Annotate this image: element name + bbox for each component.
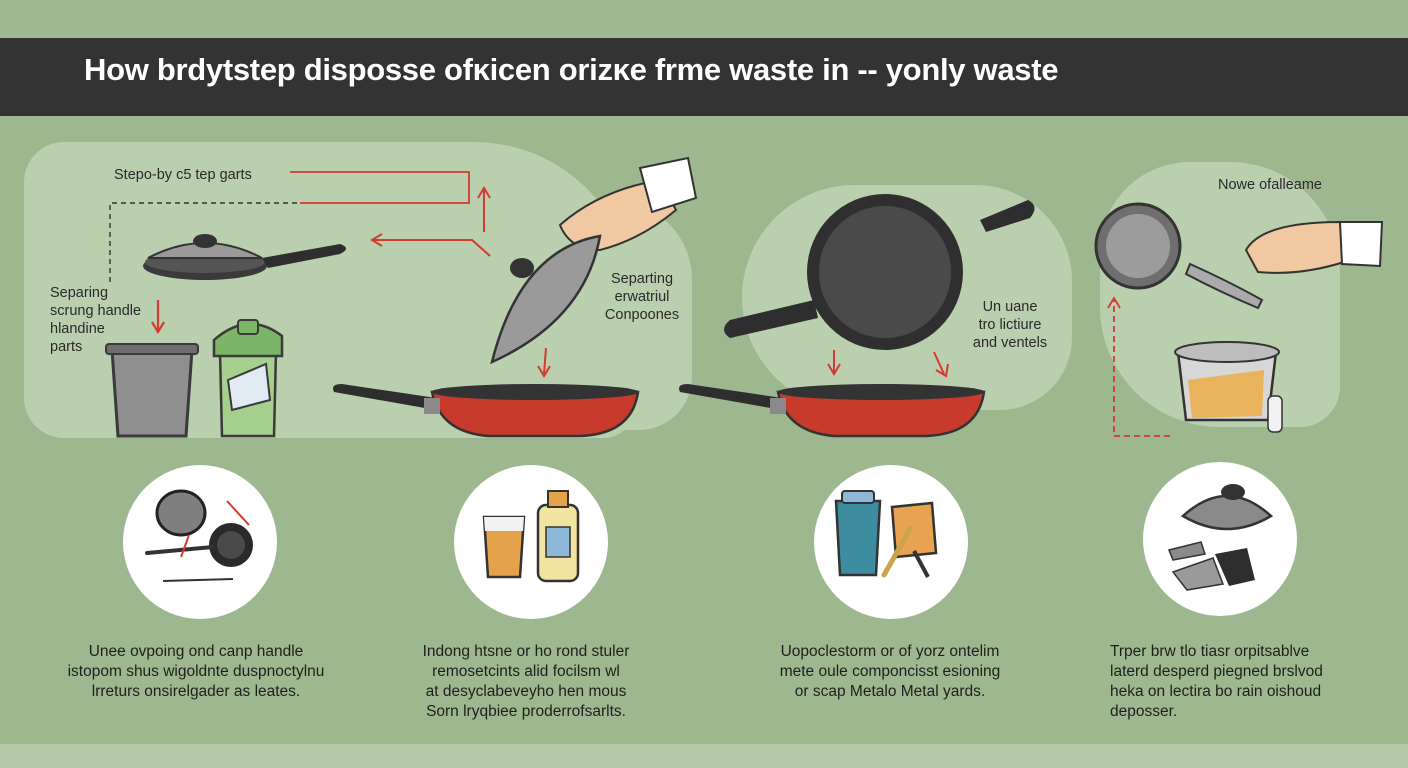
label-separating-components: Separting erwatriul Conpoones xyxy=(604,271,680,323)
step-1-caption: Unee ovpoing ond canp handle istopom shu… xyxy=(67,643,325,700)
red-frying-pan-icon xyxy=(333,384,640,438)
pot-with-food-icon xyxy=(1174,341,1283,433)
step-2-caption: Indong htsne or ho rond stuler remosetci… xyxy=(422,643,630,720)
page-title: How brdytstep disposse ofĸicen orizĸe fr… xyxy=(84,52,1059,87)
red-frying-pan-icon-2 xyxy=(679,384,986,438)
hand-icon xyxy=(558,156,698,252)
label-nowe-offalame: Nowe ofalleame xyxy=(1218,177,1322,193)
step-2-circle xyxy=(454,465,608,619)
red-dashed-arrow xyxy=(1107,296,1170,437)
pan-and-lid-icon xyxy=(145,489,253,582)
step-4-circle xyxy=(1143,462,1297,616)
trash-bin-icon xyxy=(105,343,199,438)
label-un-handle: Un uane tro lictiure and ventels xyxy=(972,299,1048,351)
label-separating-handle: Separing scrung handle hlandine parts xyxy=(50,285,142,355)
pan-with-lid-icon xyxy=(143,234,346,280)
hand-icon-2 xyxy=(1244,220,1384,274)
black-pan-icon xyxy=(724,194,1035,350)
step-3-circle xyxy=(814,465,968,619)
containers-icon xyxy=(482,490,580,583)
step-3-caption: Uopoclestorm or of yorz ontelim mete oul… xyxy=(779,643,1001,700)
top-band xyxy=(0,0,1408,38)
header-bar: How brdytstep disposse ofĸicen orizĸe fr… xyxy=(0,38,1408,116)
round-lid-icon xyxy=(1094,202,1182,290)
step-1-circle xyxy=(123,465,277,619)
step-parts-connector xyxy=(109,171,470,282)
metal-parts-icon xyxy=(834,490,938,578)
green-recycling-jar-icon xyxy=(212,319,284,438)
bottom-band xyxy=(0,744,1408,768)
lid-and-shards-icon xyxy=(1167,484,1274,591)
pan-lid-icon xyxy=(490,234,602,365)
red-arrows-step-2 xyxy=(370,186,551,378)
label-step-parts: Stepo-by c5 tep garts xyxy=(114,167,252,183)
step-4-caption: Trper brw tlo tiasr orpitsablve laterd d… xyxy=(1110,643,1323,720)
